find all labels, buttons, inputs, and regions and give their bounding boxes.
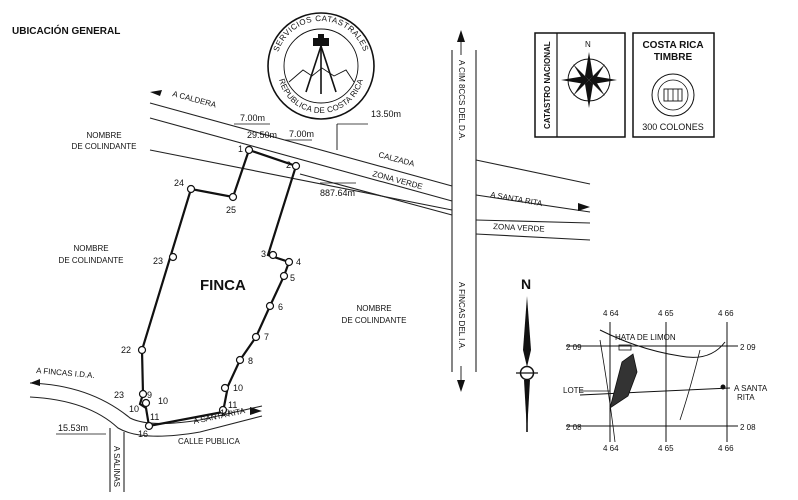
road-vertical-north-label: A CIM 8CCS DEL D.A. — [457, 60, 466, 141]
theodolite-icon — [288, 34, 355, 94]
timbre-value: 300 COLONES — [642, 122, 704, 132]
svg-text:A SANTA: A SANTA — [734, 384, 768, 393]
santa-rita-arrow-icon — [578, 203, 590, 211]
svg-text:23: 23 — [153, 256, 163, 266]
road-caldera-label: A CALDERA — [171, 89, 217, 109]
svg-text:7: 7 — [264, 332, 269, 342]
road-calzada-label: CALZADA — [377, 150, 416, 168]
svg-text:LOTE: LOTE — [563, 386, 584, 395]
svg-text:4 65: 4 65 — [658, 444, 674, 453]
svg-text:25: 25 — [226, 205, 236, 215]
road-calle-publica-label: CALLE PUBLICA — [178, 437, 240, 446]
svg-text:4: 4 — [296, 257, 301, 267]
svg-text:DE COLINDANTE: DE COLINDANTE — [342, 316, 407, 325]
svg-text:2 09: 2 09 — [566, 343, 582, 352]
dimension-7-00-b: 7.00m — [285, 129, 314, 141]
svg-text:10: 10 — [129, 404, 139, 414]
svg-text:2 08: 2 08 — [740, 423, 756, 432]
svg-text:NOMBRE: NOMBRE — [356, 304, 391, 313]
neighbor-label-northwest: NOMBRE DE COLINDANTE — [72, 131, 137, 151]
dimension-29-50: 29.50m — [247, 130, 277, 140]
svg-text:4 64: 4 64 — [603, 309, 619, 318]
location-map — [566, 322, 738, 443]
svg-text:11: 11 — [150, 412, 159, 422]
svg-text:DE COLINDANTE: DE COLINDANTE — [59, 256, 124, 265]
svg-text:4 65: 4 65 — [658, 309, 674, 318]
svg-text:887.64m: 887.64m — [320, 188, 355, 198]
catastro-vertical-text: CATASTRO NACIONAL — [543, 41, 552, 129]
svg-text:29.50m: 29.50m — [247, 130, 277, 140]
svg-text:NOMBRE: NOMBRE — [86, 131, 121, 140]
svg-text:16: 16 — [138, 429, 148, 439]
svg-text:4 66: 4 66 — [718, 444, 734, 453]
north-arrow-letter: N — [521, 276, 531, 292]
catastro-north-letter: N — [585, 40, 591, 49]
svg-text:NOMBRE: NOMBRE — [73, 244, 108, 253]
svg-text:6: 6 — [278, 302, 283, 312]
svg-text:3: 3 — [261, 249, 266, 259]
svg-text:4 66: 4 66 — [718, 309, 734, 318]
road-zona-verde-south-label: ZONA VERDE — [493, 222, 545, 234]
location-map-labels: 4 64 4 65 4 66 4 64 4 65 4 66 2 09 2 08 … — [563, 309, 768, 453]
svg-text:RITA: RITA — [737, 393, 755, 402]
road-vertical-south-label: A FINCAS DEL I.A. — [457, 282, 466, 350]
road-zona-verde-north-label: ZONA VERDE — [371, 169, 423, 191]
north-arrow-icon — [516, 296, 538, 432]
timbre-title-line1: COSTA RICA — [642, 40, 703, 51]
main-highway — [149, 102, 591, 241]
svg-text:1: 1 — [238, 144, 243, 154]
svg-text:2: 2 — [286, 160, 291, 170]
svg-text:7.00m: 7.00m — [289, 129, 314, 139]
road-santa-rita-label: A SANTA RITA — [490, 190, 544, 208]
svg-text:13.50m: 13.50m — [371, 109, 401, 119]
neighbor-label-east: NOMBRE DE COLINDANTE — [342, 304, 407, 325]
svg-text:24: 24 — [174, 178, 184, 188]
svg-text:10: 10 — [233, 383, 243, 393]
svg-text:10: 10 — [158, 396, 168, 406]
timbre-title-line2: TIMBRE — [654, 52, 693, 63]
svg-text:8: 8 — [248, 356, 253, 366]
page-title: UBICACIÓN GENERAL — [12, 24, 120, 37]
caldera-arrow-icon — [150, 90, 162, 96]
dimension-13-50: 13.50m — [336, 109, 401, 150]
svg-text:23: 23 — [114, 390, 124, 400]
timbre-box: COSTA RICA TIMBRE 300 COLONES — [632, 32, 715, 138]
svg-text:15.53m: 15.53m — [58, 423, 88, 433]
dimension-15-53: 15.53m — [56, 423, 106, 435]
svg-text:2 09: 2 09 — [740, 343, 756, 352]
lower-roads — [29, 379, 263, 492]
dimension-7-00-a: 7.00m — [234, 113, 270, 125]
svg-text:HATA DE LIMON: HATA DE LIMON — [615, 333, 676, 342]
compass-rose-icon — [561, 52, 617, 108]
timbre-stamp-icon — [651, 73, 695, 117]
svg-text:5: 5 — [290, 273, 295, 283]
vertical-road — [451, 30, 477, 392]
dimension-887-64: 887.64m — [320, 182, 356, 198]
svg-text:11: 11 — [228, 400, 237, 410]
svg-text:4 64: 4 64 — [603, 444, 619, 453]
road-salinas-label: A SALINAS — [112, 446, 121, 487]
svg-text:DE COLINDANTE: DE COLINDANTE — [72, 142, 137, 151]
svg-text:10: 10 — [220, 408, 230, 418]
survey-vertices — [137, 145, 301, 431]
catastro-box: CATASTRO NACIONAL N — [534, 32, 626, 138]
vertex-labels: 1 2 3 4 5 6 7 8 10 11 10 16 11 10 10 9 2… — [114, 144, 301, 439]
svg-text:7.00m: 7.00m — [240, 113, 265, 123]
neighbor-label-west: NOMBRE DE COLINDANTE — [59, 244, 124, 265]
finca-label: FINCA — [200, 277, 246, 294]
road-fincas-ida-label: A FINCAS I.D.A. — [36, 366, 95, 380]
svg-text:9: 9 — [147, 390, 152, 400]
svg-text:22: 22 — [121, 345, 131, 355]
svg-text:2 08: 2 08 — [566, 423, 582, 432]
catastral-seal: SERVICIOS CATASTRALES REPUBLICA DE COSTA… — [267, 12, 375, 120]
